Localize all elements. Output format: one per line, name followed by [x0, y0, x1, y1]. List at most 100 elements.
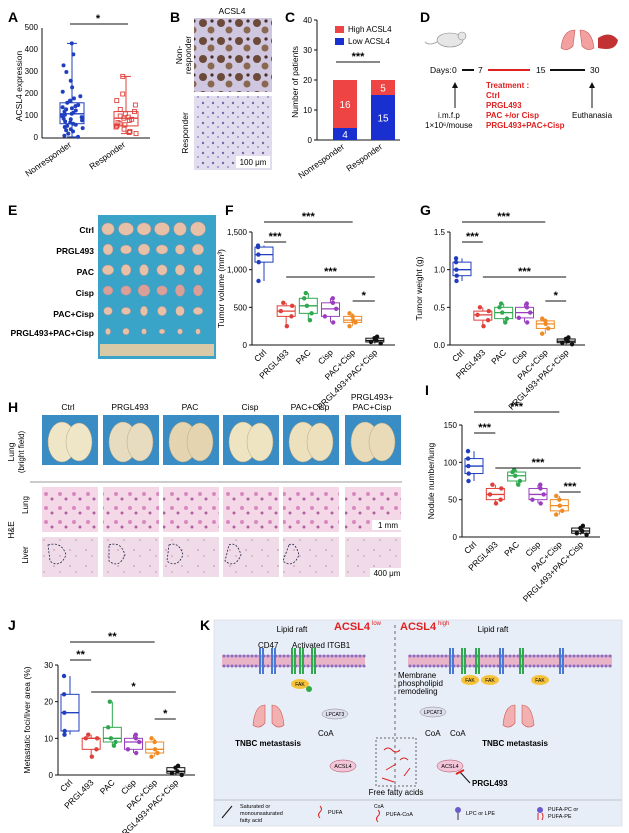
- panelF-ytick: 0: [243, 341, 248, 350]
- k-lipid-head: [548, 664, 552, 668]
- k-lipid-head: [488, 654, 492, 658]
- c-data-label: 4: [342, 130, 348, 141]
- k-lpcat3: [321, 708, 349, 720]
- d-cells: 1×10⁶/mouse: [425, 121, 473, 130]
- h-row-label: (bright field): [17, 431, 26, 474]
- k-lipid-head: [254, 664, 258, 668]
- k-receptor: [461, 648, 466, 674]
- panelI-point: [580, 523, 586, 528]
- k-lipid-head: [330, 664, 334, 668]
- e-tumor: [120, 285, 132, 296]
- h-lung-lobe: [306, 422, 334, 462]
- panelJ-point: [62, 732, 67, 737]
- h-scale-box: [372, 520, 404, 530]
- panelI-ylabel: Nodule number/lung: [426, 442, 436, 519]
- panelI-point: [493, 501, 499, 506]
- panelF-point: [330, 296, 335, 301]
- b-title: ACSL4: [219, 6, 246, 16]
- k-lipid-head: [428, 654, 432, 658]
- e-row-label: Ctrl: [79, 225, 94, 235]
- panelJ-point: [94, 736, 100, 741]
- k-itgb1-label: Activated ITGB1: [292, 641, 351, 650]
- panelG-point: [454, 273, 459, 278]
- h-he-lung: [163, 487, 219, 532]
- panelI-point: [530, 497, 535, 502]
- k-lipid-head: [436, 654, 440, 658]
- k-lipid-head: [564, 664, 568, 668]
- k-lipid-head: [472, 664, 476, 668]
- panelF-point: [378, 341, 383, 346]
- k-lipid-head: [322, 664, 326, 668]
- k-lipid-head: [504, 654, 508, 658]
- a-point: [71, 129, 76, 134]
- a-point: [64, 70, 69, 74]
- e-tumor: [139, 264, 149, 276]
- panel-a: ACSL4 expression 0 100 200 300 400 500 *…: [14, 13, 150, 179]
- a-point: [126, 130, 132, 135]
- panelF-point: [256, 278, 261, 284]
- k-lipid-head: [572, 654, 576, 658]
- b-row-label: Non-: [174, 46, 184, 65]
- panel-label-b: B: [170, 9, 180, 25]
- k-lipid-head: [528, 664, 532, 668]
- panel-label-f: F: [225, 202, 234, 218]
- k-lipid-head: [318, 654, 322, 658]
- k-lipid-head: [480, 664, 484, 668]
- panelI-point: [465, 448, 471, 454]
- d-day: 0: [452, 65, 457, 75]
- a-point: [126, 117, 132, 123]
- k-lipid-head: [472, 654, 476, 658]
- k-lipid-head: [568, 664, 572, 668]
- panelJ-point: [62, 728, 67, 734]
- k-lipid-head: [432, 654, 436, 658]
- k-fak-label: FAK: [295, 682, 305, 688]
- panelG-point: [481, 323, 486, 329]
- panelG-point: [566, 335, 571, 340]
- k-tnbc-label: TNBC metastasis: [482, 739, 548, 748]
- panelJ-point: [149, 736, 154, 741]
- k-fak: [291, 679, 309, 689]
- k-lipid-head: [576, 664, 580, 668]
- k-lipid-head: [524, 654, 528, 658]
- panelJ-sig-label: **: [76, 649, 85, 661]
- e-tumor: [103, 306, 113, 316]
- k-lipid-head: [540, 664, 544, 668]
- k-lipid-head: [222, 664, 226, 668]
- k-legend-icon-sfa: [221, 805, 233, 819]
- panelI-sig-label: ***: [532, 457, 546, 469]
- panelI-point: [466, 471, 471, 476]
- k-left-title: ACSL4: [334, 621, 371, 633]
- k-coa-label: CoA: [450, 729, 466, 738]
- k-lipid-head: [468, 654, 472, 658]
- h-scale-label: 1 mm: [378, 521, 398, 530]
- c-ytick: 10: [303, 106, 312, 115]
- panelJ-point: [136, 739, 142, 745]
- k-lipid-head: [480, 654, 484, 658]
- panel-label-c: C: [285, 9, 295, 25]
- panelF-point: [322, 314, 328, 319]
- k-lipid-head: [250, 664, 254, 668]
- panelG-point: [475, 312, 480, 318]
- panel-k: ACSL4 low ACSL4 high Lipid raft Lipid ra…: [213, 619, 623, 827]
- k-receptor: [259, 648, 264, 674]
- a-point: [62, 125, 67, 129]
- a-point: [69, 111, 74, 116]
- h-col-label: PAC: [182, 402, 199, 412]
- e-tumor: [190, 221, 206, 237]
- a-point: [133, 131, 139, 137]
- panelI-point: [490, 482, 495, 487]
- k-lipid-head: [540, 654, 544, 658]
- k-membrane: [222, 648, 612, 674]
- a-point: [68, 78, 73, 83]
- d-day: 15: [536, 65, 546, 75]
- e-tumor: [121, 307, 131, 315]
- k-lipid-head: [528, 654, 532, 658]
- k-lipid-head: [592, 654, 596, 658]
- panel-b: ACSL4: [174, 6, 272, 170]
- k-legend-icon-pc-tail: [537, 812, 544, 821]
- k-lipid-head: [492, 664, 496, 668]
- k-lipid-head: [524, 664, 528, 668]
- h-liver-lesion-outline: [47, 543, 67, 565]
- k-lipid-head: [512, 654, 516, 658]
